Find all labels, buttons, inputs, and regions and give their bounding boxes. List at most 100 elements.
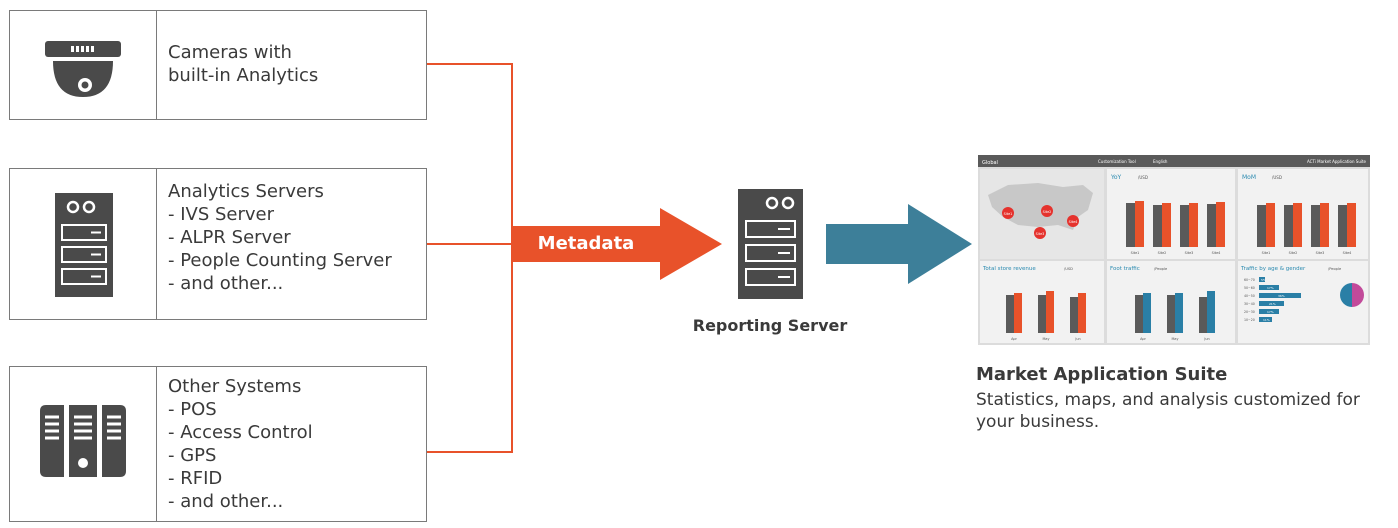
- age-bar-label: 5%: [1261, 278, 1266, 282]
- dashboard-topbar-lang: English: [1153, 159, 1168, 164]
- mom-category: Site3: [1316, 251, 1325, 255]
- metadata-arrow: [512, 208, 722, 280]
- map-site-marker: [1041, 205, 1053, 217]
- yoy-bars: [1126, 201, 1225, 247]
- cameras-source-box: Cameras with built-in Analytics: [9, 10, 427, 120]
- gender-pie: [1352, 283, 1364, 307]
- bar: [1135, 295, 1143, 333]
- analytics-servers-box: Analytics Servers - IVS Server - ALPR Se…: [9, 168, 427, 320]
- bar: [1266, 203, 1275, 247]
- map-site-marker: [1067, 215, 1079, 227]
- revenue-title: Total store revenue: [982, 266, 1036, 272]
- bar: [1347, 203, 1356, 247]
- bar: [1207, 291, 1215, 333]
- mom-category: Site2: [1289, 251, 1298, 255]
- map-site-label: Site4: [1069, 220, 1078, 224]
- bar: [1320, 203, 1329, 247]
- bar: [1259, 277, 1265, 282]
- bar: [1046, 291, 1054, 333]
- age-bars: [1259, 277, 1301, 322]
- other-line: - Access Control: [168, 422, 313, 443]
- revenue-bars: [1006, 291, 1086, 333]
- dashboard-logo: Global: [982, 160, 998, 166]
- bar: [1259, 293, 1301, 298]
- bar: [1135, 201, 1144, 247]
- mom-unit: /USD: [1272, 175, 1282, 180]
- map-site-label: Site1: [1004, 212, 1013, 216]
- bar: [1126, 203, 1135, 247]
- bar: [1189, 203, 1198, 247]
- other-line: Other Systems: [168, 376, 302, 397]
- bar: [1175, 293, 1183, 333]
- age-row-label: 10~20: [1244, 318, 1255, 322]
- foot-bars: [1135, 291, 1215, 333]
- bar: [1284, 205, 1293, 247]
- other-line: - POS: [168, 399, 217, 420]
- bar: [1167, 295, 1175, 333]
- bar: [1180, 205, 1189, 247]
- cameras-line: Cameras with: [168, 42, 292, 63]
- revenue-unit: /USD: [1064, 267, 1073, 271]
- bar: [1207, 204, 1216, 247]
- age-row-label: 30~40: [1244, 302, 1255, 306]
- analytics-line: - IVS Server: [168, 204, 275, 225]
- us-map: [988, 183, 1093, 230]
- revenue-category: Apr: [1011, 337, 1017, 341]
- foot-unit: /People: [1154, 267, 1168, 271]
- yoy-category: Site3: [1185, 251, 1194, 255]
- suite-title: Market Application Suite: [976, 364, 1228, 385]
- age-bar-label: 17%: [1267, 310, 1274, 314]
- yoy-category: Site4: [1212, 251, 1221, 255]
- metadata-label: Metadata: [537, 233, 635, 254]
- other-text: Other Systems - POS - Access Control - G…: [168, 375, 422, 513]
- bar: [1143, 293, 1151, 333]
- map-site-marker: [1034, 227, 1046, 239]
- mom-category: Site4: [1343, 251, 1352, 255]
- bar: [1259, 309, 1279, 314]
- foot-category: May: [1171, 337, 1178, 341]
- reporting-server-label: Reporting Server: [692, 316, 848, 335]
- cameras-line: built-in Analytics: [168, 65, 319, 86]
- analytics-line: - and other...: [168, 273, 284, 294]
- other-line: - RFID: [168, 468, 223, 489]
- yoy-category: Site1: [1131, 251, 1140, 255]
- bar: [1259, 285, 1279, 290]
- age-row-label: 60~70: [1244, 278, 1255, 282]
- other-line: - and other...: [168, 491, 284, 512]
- server-icon: [55, 193, 113, 297]
- analytics-text: Analytics Servers - IVS Server - ALPR Se…: [168, 180, 422, 295]
- age-row-label: 20~30: [1244, 310, 1255, 314]
- mom-title: MoM: [1242, 174, 1256, 181]
- camera-connector-line: [427, 63, 513, 453]
- age-bar-label: 17%: [1267, 286, 1274, 290]
- analytics-line: - People Counting Server: [168, 250, 392, 271]
- map-site-marker: [1002, 207, 1014, 219]
- cameras-icon-cell: [10, 11, 157, 119]
- age-row-label: 50~60: [1244, 286, 1255, 290]
- analytics-line: - ALPR Server: [168, 227, 291, 248]
- age-unit: /People: [1328, 267, 1342, 271]
- bar: [1259, 301, 1284, 306]
- output-arrow: [826, 204, 972, 284]
- bar: [1014, 293, 1022, 333]
- other-icon-cell: [10, 367, 157, 521]
- suite-description: Statistics, maps, and analysis customize…: [976, 390, 1360, 432]
- revenue-category: Jun: [1074, 337, 1080, 341]
- bar: [1153, 205, 1162, 247]
- dashboard-screenshot: Global Customization Tool English ACTi M…: [978, 155, 1370, 345]
- age-bar-label: 21%: [1269, 302, 1276, 306]
- analytics-line: Analytics Servers: [168, 181, 324, 202]
- bar: [1199, 297, 1207, 333]
- foot-category: Jun: [1203, 337, 1209, 341]
- server-rack-icon: [40, 405, 126, 477]
- age-title: Traffic by age & gender: [1240, 266, 1306, 272]
- bar: [1259, 317, 1272, 322]
- other-line: - GPS: [168, 445, 217, 466]
- bar: [1311, 205, 1320, 247]
- dashboard-topbar: [978, 155, 1370, 167]
- bar: [1257, 205, 1266, 247]
- yoy-category: Site2: [1158, 251, 1167, 255]
- dashboard-topbar-center: Customization Tool: [1098, 159, 1136, 164]
- cameras-text: Cameras with built-in Analytics: [168, 41, 422, 87]
